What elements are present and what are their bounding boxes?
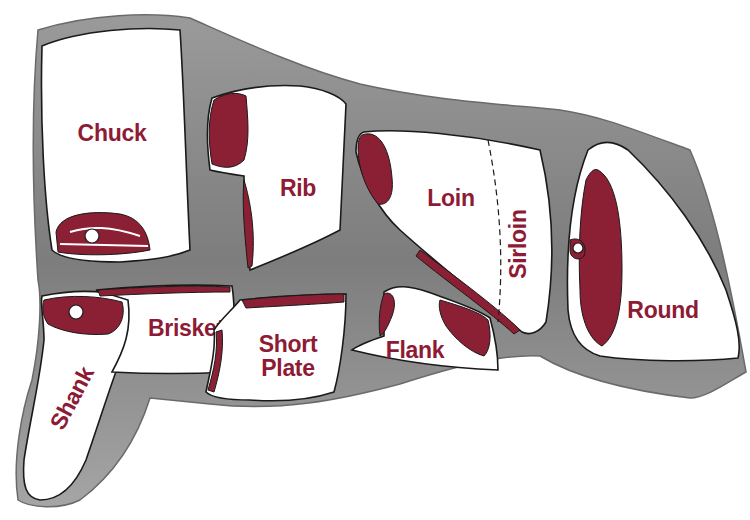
meat-face xyxy=(439,300,490,356)
cut-shape xyxy=(207,86,346,271)
cut-name: Flank xyxy=(386,338,445,362)
meat-cut: Short Plate xyxy=(200,288,350,406)
fat-seam xyxy=(70,228,140,236)
meat-face xyxy=(98,286,230,296)
cut-name: Chuck xyxy=(78,121,147,145)
meat-face xyxy=(570,239,585,259)
cut-name: Sirloin xyxy=(506,209,530,278)
meat-face xyxy=(56,213,150,255)
cut-shape xyxy=(352,287,498,370)
cut-name: Loin xyxy=(427,186,474,210)
fat-seam xyxy=(60,244,148,246)
bone xyxy=(69,305,83,319)
bone xyxy=(85,229,99,243)
meat-face xyxy=(209,93,248,167)
cut-name: Round xyxy=(627,298,698,322)
meat-face xyxy=(208,330,223,392)
meat-cut: Rib xyxy=(204,80,352,276)
cut-name: Rib xyxy=(280,176,316,200)
meat-face xyxy=(243,180,253,268)
meat-face xyxy=(43,296,123,334)
cut-shape xyxy=(567,143,739,361)
meat-cut: Flank xyxy=(344,280,502,376)
cut-outline xyxy=(204,80,352,276)
meat-cut: Shank xyxy=(18,286,138,504)
meat-face xyxy=(358,134,392,204)
cut-outline xyxy=(560,136,746,370)
bone xyxy=(573,243,583,253)
cut-shape xyxy=(24,292,133,501)
meat-face xyxy=(579,169,622,346)
meat-cut: Round xyxy=(560,136,746,370)
cut-name: Brisket xyxy=(148,316,224,340)
cut-shape xyxy=(206,294,346,401)
meat-face xyxy=(379,293,394,336)
cut-name: Short Plate xyxy=(240,332,336,380)
division-line xyxy=(488,140,501,322)
meat-face xyxy=(242,294,344,308)
meat-cut: Chuck xyxy=(34,24,196,266)
cut-shape xyxy=(41,29,190,262)
